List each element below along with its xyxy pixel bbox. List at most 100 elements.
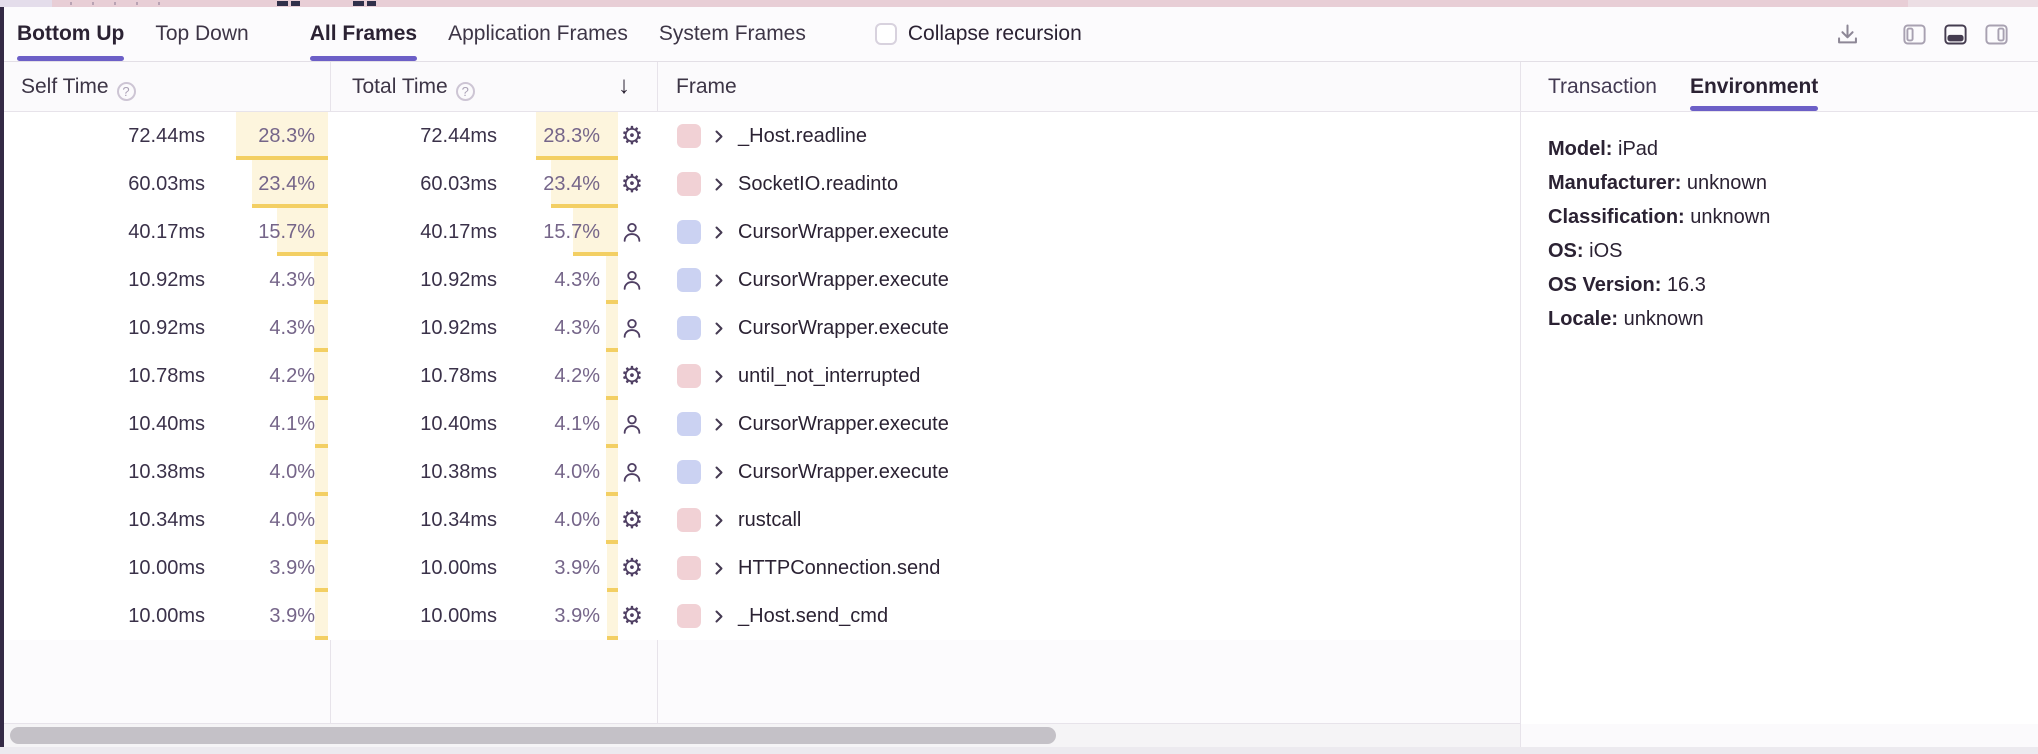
table-row[interactable]: 10.34ms 4.0% 10.34ms 4.0% ⚙ rustcall (4, 496, 1520, 544)
total-time-percent-bar (607, 544, 618, 592)
active-tab-underline (1689, 106, 1819, 111)
self-time-percent: 28.3% (258, 125, 315, 147)
frame-color-swatch (677, 172, 701, 196)
column-header-total-time[interactable]: Total Time? (352, 62, 475, 112)
chevron-right-icon[interactable] (714, 129, 724, 144)
frame-name: CursorWrapper.execute (738, 269, 949, 291)
chevron-right-icon[interactable] (714, 321, 724, 336)
table-row[interactable]: 40.17ms 15.7% 40.17ms 15.7% ⚙ CursorWrap… (4, 208, 1520, 256)
minimap-mark (92, 2, 94, 5)
self-time-cell: 10.00ms 3.9% (4, 544, 330, 592)
total-time-percent: 4.0% (554, 509, 600, 531)
frame-cell[interactable]: CursorWrapper.execute (657, 256, 1520, 304)
table-bottom-border (4, 723, 1520, 724)
field-value: unknown (1623, 308, 1704, 330)
self-time-percent: 4.0% (269, 509, 315, 531)
table-row[interactable]: 10.92ms 4.3% 10.92ms 4.3% ⚙ CursorWrappe… (4, 256, 1520, 304)
table-row[interactable]: 60.03ms 23.4% 60.03ms 23.4% ⚙ SocketIO.r… (4, 160, 1520, 208)
self-time-value: 10.92ms (128, 317, 205, 339)
layout-bottom-panel-icon[interactable] (1942, 21, 1969, 48)
chevron-right-icon[interactable] (714, 513, 724, 528)
layout-left-panel-icon[interactable] (1901, 21, 1928, 48)
table-row[interactable]: 10.92ms 4.3% 10.92ms 4.3% ⚙ CursorWrappe… (4, 304, 1520, 352)
frame-cell[interactable]: CursorWrapper.execute (657, 448, 1520, 496)
chevron-right-icon[interactable] (714, 273, 724, 288)
self-time-cell: 10.00ms 3.9% (4, 592, 330, 640)
panel-bottom-fill (1521, 724, 2038, 747)
self-time-cell: 10.40ms 4.1% (4, 400, 330, 448)
download-icon[interactable] (1834, 21, 1861, 48)
help-icon[interactable]: ? (455, 82, 475, 101)
chevron-right-icon[interactable] (714, 225, 724, 240)
minimap-mark (291, 1, 300, 6)
user-icon (623, 462, 641, 482)
minimap-mark (136, 2, 138, 5)
chevron-right-icon[interactable] (714, 609, 724, 624)
total-time-value: 10.00ms (420, 557, 497, 579)
sort-descending-icon[interactable]: ↓ (618, 72, 630, 99)
total-time-value: 60.03ms (420, 173, 497, 195)
frame-name: _Host.readline (738, 125, 867, 147)
tab-system-frames[interactable]: System Frames (659, 7, 806, 61)
frame-name: CursorWrapper.execute (738, 461, 949, 483)
table-row[interactable]: 10.00ms 3.9% 10.00ms 3.9% ⚙ _Host.send_c… (4, 592, 1520, 640)
chevron-right-icon[interactable] (714, 417, 724, 432)
active-tab-underline (309, 56, 418, 61)
frame-cell[interactable]: _Host.send_cmd (657, 592, 1520, 640)
frame-cell[interactable]: until_not_interrupted (657, 352, 1520, 400)
field-value: 16.3 (1666, 274, 1706, 296)
total-time-percent-bar (606, 400, 618, 448)
self-time-percent: 15.7% (258, 221, 315, 243)
total-time-percent: 15.7% (543, 221, 600, 243)
layout-right-panel-icon[interactable] (1983, 21, 2010, 48)
table-row[interactable]: 10.40ms 4.1% 10.40ms 4.1% ⚙ CursorWrappe… (4, 400, 1520, 448)
chevron-right-icon[interactable] (714, 369, 724, 384)
tab-label: All Frames (309, 22, 418, 45)
help-icon[interactable]: ? (116, 82, 136, 101)
frame-cell[interactable]: _Host.readline (657, 112, 1520, 160)
total-time-cell: 10.00ms 3.9% ⚙ (330, 592, 657, 640)
field-label: Classification: (1548, 206, 1691, 228)
chevron-right-icon[interactable] (714, 465, 724, 480)
tab-label: Environment (1689, 74, 1819, 98)
horizontal-scrollbar-thumb[interactable] (10, 727, 1056, 744)
field-value: unknown (1690, 206, 1771, 228)
collapse-recursion-checkbox[interactable] (874, 23, 897, 45)
total-time-percent: 3.9% (554, 605, 600, 627)
frame-cell[interactable]: HTTPConnection.send (657, 544, 1520, 592)
self-time-percent-bar (277, 208, 328, 256)
self-time-value: 10.40ms (128, 413, 205, 435)
tab-application-frames[interactable]: Application Frames (448, 7, 628, 61)
table-row[interactable]: 10.78ms 4.2% 10.78ms 4.2% ⚙ until_not_in… (4, 352, 1520, 400)
total-time-value: 40.17ms (420, 221, 497, 243)
horizontal-scrollbar-track[interactable] (4, 724, 1520, 747)
self-time-value: 72.44ms (128, 125, 205, 147)
chevron-right-icon[interactable] (714, 177, 724, 192)
panel-tab-transaction[interactable]: Transaction (1548, 62, 1657, 111)
frame-cell[interactable]: CursorWrapper.execute (657, 400, 1520, 448)
collapse-recursion-label: Collapse recursion (907, 22, 1082, 45)
frame-cell[interactable]: CursorWrapper.execute (657, 304, 1520, 352)
frame-cell[interactable]: CursorWrapper.execute (657, 208, 1520, 256)
tab-bottom-up[interactable]: Bottom Up (17, 7, 125, 61)
chevron-right-icon[interactable] (714, 561, 724, 576)
self-time-percent-bar (315, 544, 328, 592)
column-header-frame[interactable]: Frame (676, 75, 737, 98)
tab-all-frames[interactable]: All Frames (309, 7, 418, 61)
user-icon (623, 270, 641, 290)
field-label: Locale: (1548, 308, 1624, 330)
frame-color-swatch (677, 124, 701, 148)
frame-name: rustcall (738, 509, 802, 531)
frame-cell[interactable]: SocketIO.readinto (657, 160, 1520, 208)
table-row[interactable]: 10.00ms 3.9% 10.00ms 3.9% ⚙ HTTPConnecti… (4, 544, 1520, 592)
frame-filter-tabs: All Frames Application Frames System Frame… (309, 7, 837, 61)
frame-cell[interactable]: rustcall (657, 496, 1520, 544)
table-row[interactable]: 72.44ms 28.3% 72.44ms 28.3% ⚙ _Host.read… (4, 112, 1520, 160)
total-time-percent: 4.2% (554, 365, 600, 387)
column-header-self-time[interactable]: Self Time? (21, 62, 136, 112)
self-time-cell: 10.34ms 4.0% (4, 496, 330, 544)
tab-top-down[interactable]: Top Down (155, 7, 248, 61)
panel-tab-environment[interactable]: Environment (1689, 62, 1819, 111)
table-row[interactable]: 10.38ms 4.0% 10.38ms 4.0% ⚙ CursorWrappe… (4, 448, 1520, 496)
self-time-percent: 4.2% (269, 365, 315, 387)
